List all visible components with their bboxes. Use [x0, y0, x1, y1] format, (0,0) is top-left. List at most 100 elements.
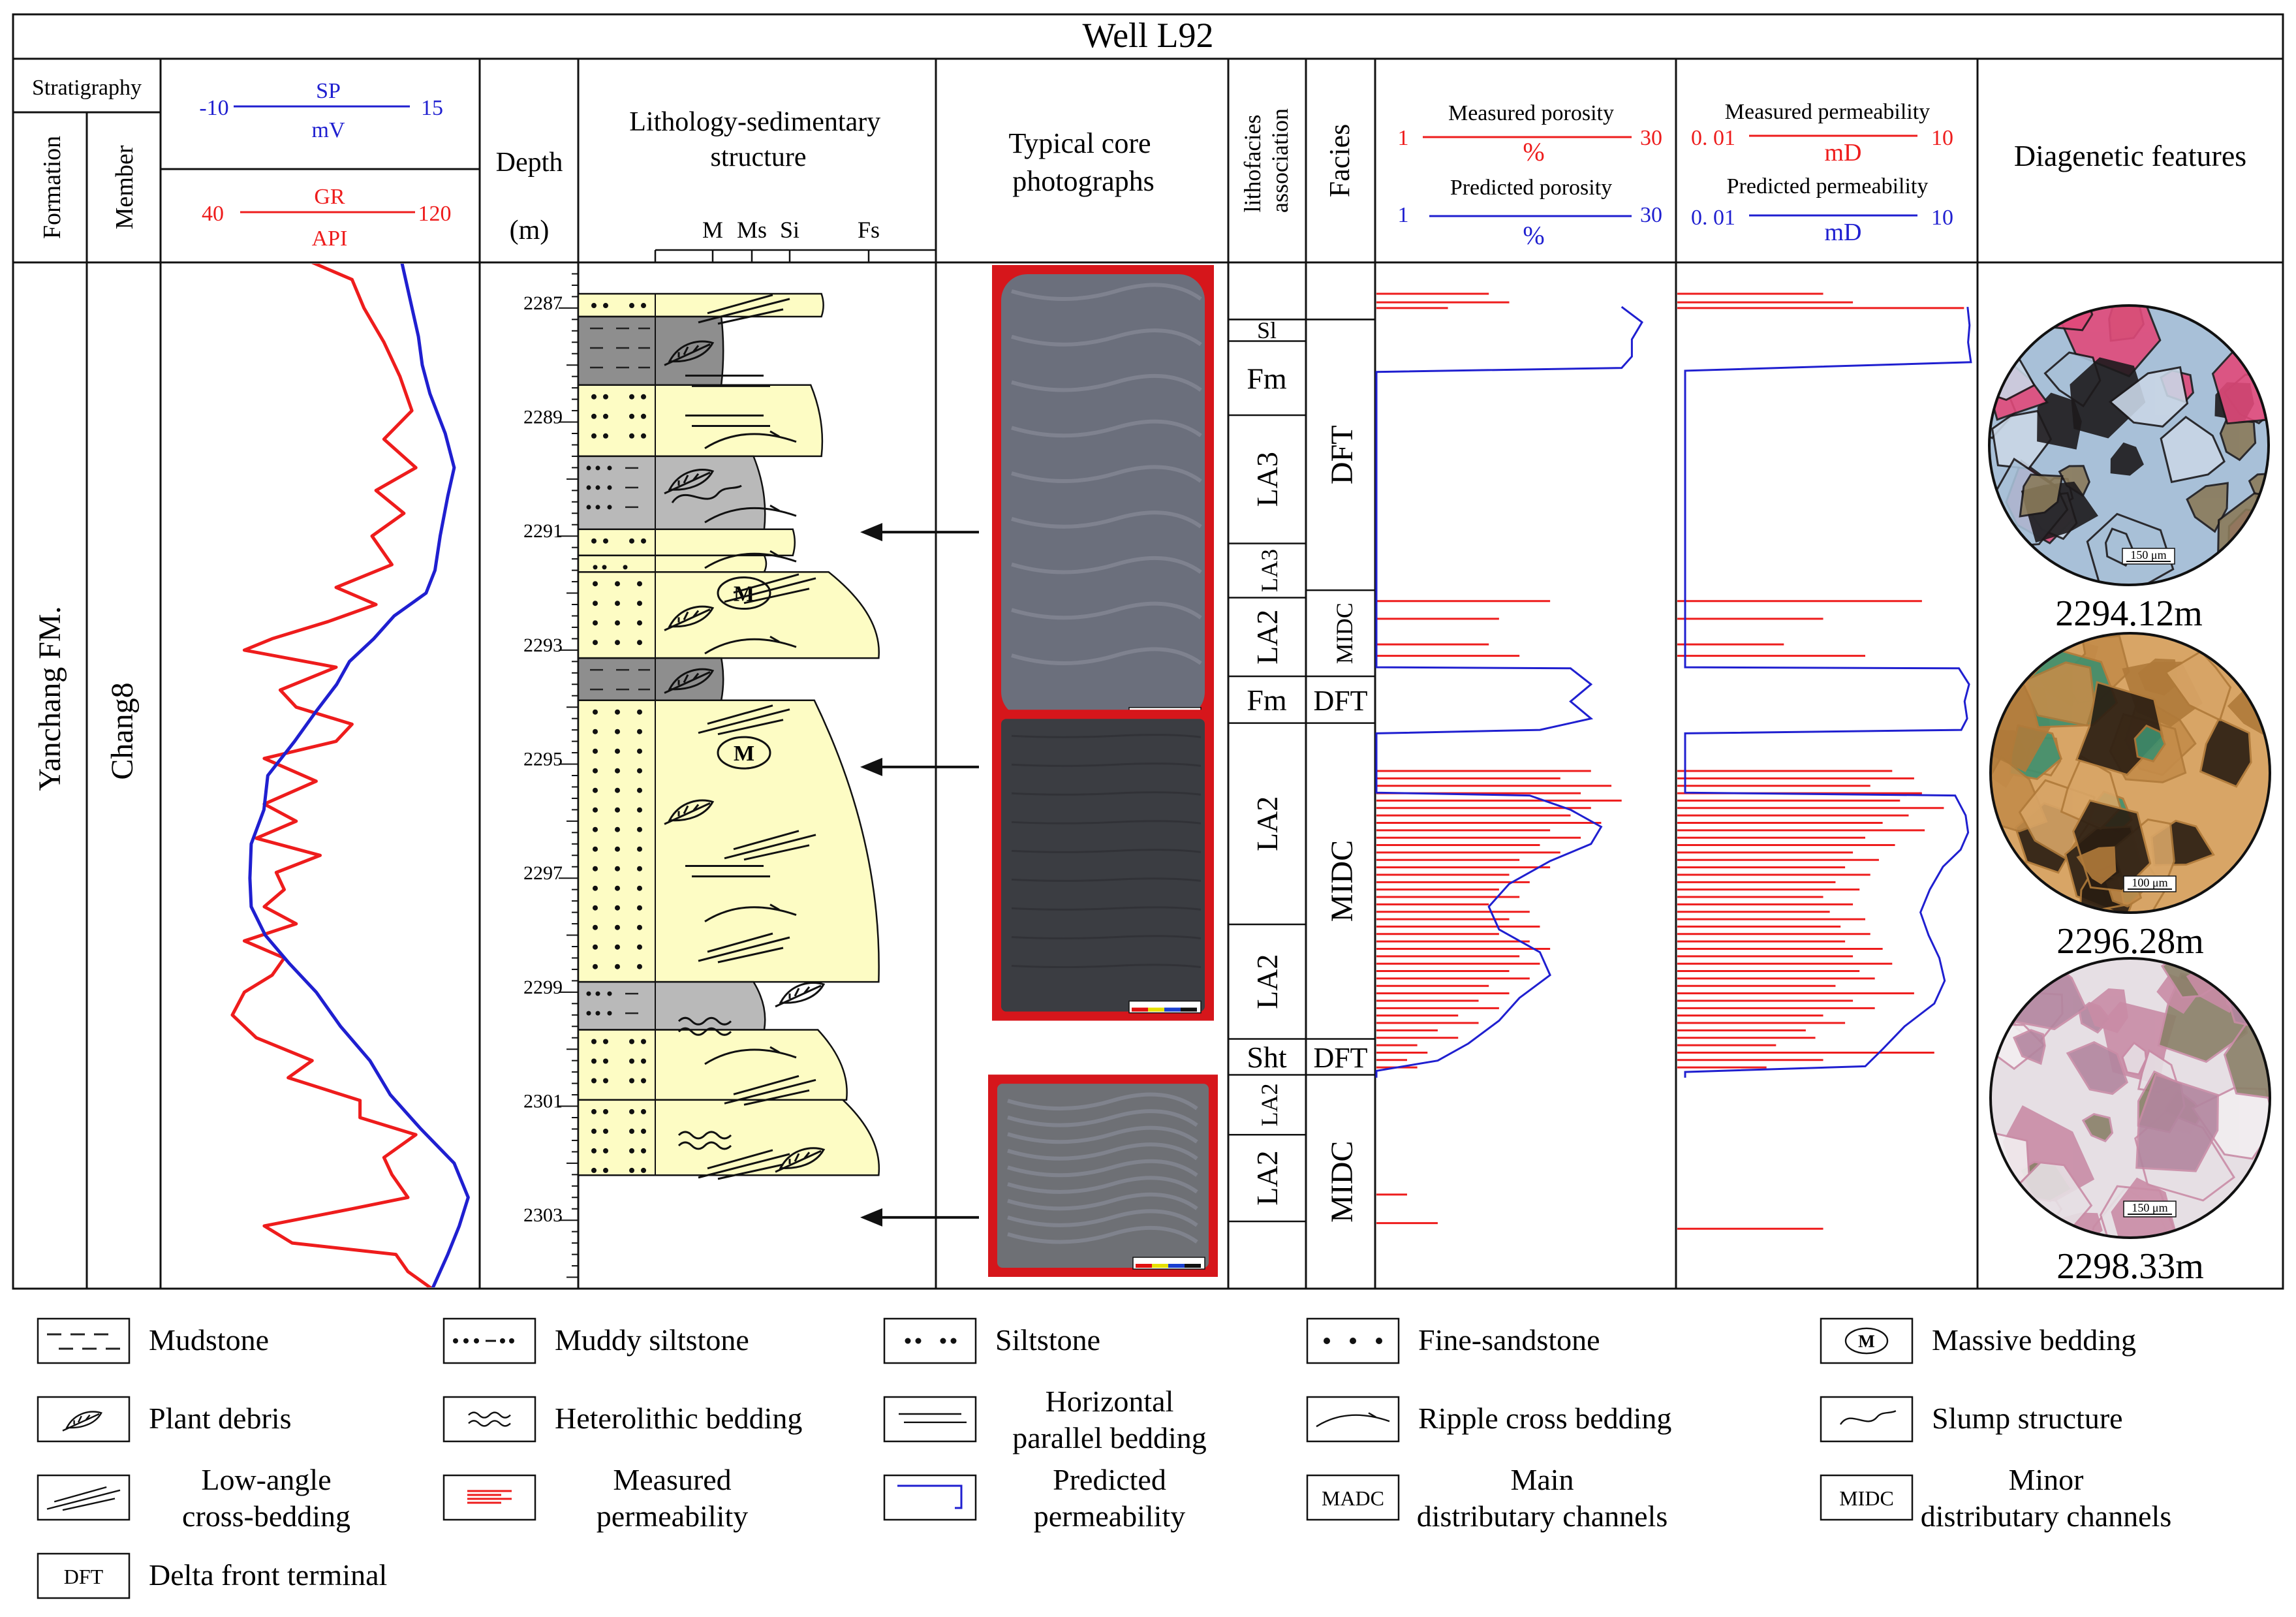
predicted-porosity-curve	[1375, 306, 1643, 1078]
legend-dot	[1376, 1338, 1382, 1344]
plant-debris-veins	[62, 1413, 100, 1432]
plant-debris-veins	[664, 671, 711, 694]
core-header-line-1: Typical core	[1008, 127, 1151, 159]
core-texture	[1011, 849, 1202, 853]
thin-section-grain	[2199, 717, 2252, 788]
sand-dot	[629, 303, 634, 309]
symbol-massive: M	[717, 736, 771, 770]
legend-dot	[905, 1338, 911, 1344]
sand-dot	[603, 1108, 608, 1114]
gr-curve-name: GR	[314, 185, 345, 209]
log-frame	[12, 13, 2284, 1290]
core-scale-segment	[1185, 1264, 1201, 1268]
lith-assoc-header: lithofacies association	[1239, 108, 1293, 213]
symbol-low-angle	[46, 1486, 121, 1511]
sp-min: -10	[199, 96, 228, 120]
thin-section-grain	[2253, 306, 2269, 322]
lith-assoc-label: LA2	[1250, 610, 1284, 665]
sand-dot	[629, 433, 634, 439]
measured-porosity-min: 1	[1398, 126, 1409, 150]
sand-dot	[637, 866, 642, 871]
legend-swatch-box	[442, 1474, 536, 1521]
legend-swatch-box	[37, 1317, 131, 1364]
ripple-cross-bedding-symbol	[704, 635, 797, 655]
facies-label: DFT	[1325, 425, 1359, 484]
legend-dot	[500, 1338, 505, 1343]
measured-porosity-max: 30	[1640, 126, 1662, 150]
facies-label: MIDC	[1325, 840, 1359, 922]
sand-dot	[641, 1058, 646, 1064]
thin-section-photo	[1989, 306, 2269, 585]
low-angle-cross-bedding-symbol	[724, 1075, 816, 1106]
sand-dot	[629, 1058, 634, 1064]
sand-dot	[615, 748, 620, 754]
thin-section-depth-label: 2294.12m	[2055, 593, 2203, 634]
legend-item-plant: Plant debris	[37, 1396, 291, 1443]
sand-dot	[641, 394, 646, 400]
core-texture	[1007, 1176, 1198, 1194]
lith-assoc-header-line-2: association	[1267, 108, 1293, 213]
gr-min: 40	[202, 202, 224, 226]
symbol-ripple	[1316, 1412, 1390, 1428]
sand-dot	[615, 601, 620, 606]
sand-dot	[637, 581, 642, 587]
low-angle-cross-bedding-symbol	[698, 932, 790, 964]
symbol-low-angle	[724, 830, 816, 861]
sand-dot	[629, 1167, 634, 1173]
bed-siltstone	[577, 384, 824, 458]
sand-dot	[603, 413, 608, 419]
legend-dot	[453, 1338, 458, 1343]
core-scale-segment	[1152, 1264, 1168, 1268]
core-scale-segment	[1136, 1264, 1152, 1268]
parallel-bedding-symbol	[685, 374, 770, 387]
core-texture	[1007, 1225, 1198, 1244]
symbol-ripple	[704, 1046, 797, 1065]
plant-debris-veins	[775, 984, 822, 1008]
low-angle-cross-bedding-symbol	[698, 704, 790, 736]
bed-siltstone	[577, 1029, 848, 1101]
diagenetic-header: Diagenetic features	[2014, 139, 2246, 172]
predicted-porosity-min: 1	[1398, 203, 1409, 227]
sand-dot	[629, 1108, 634, 1114]
sand-dot	[591, 1078, 597, 1084]
predicted-permeability-min: 0. 01	[1691, 206, 1735, 230]
legend-abbreviation: DFT	[64, 1565, 104, 1588]
legend-item-ripple: Ripple cross bedding	[1306, 1396, 1671, 1443]
legend-item-siltstone: Siltstone	[883, 1317, 1100, 1364]
thin-section-grain	[2219, 418, 2257, 462]
thin-section-grain	[1991, 1131, 2030, 1202]
measured-porosity-header: Measured porosity	[1448, 101, 1614, 125]
lith-assoc-header-line-1: lithofacies	[1239, 115, 1265, 213]
heterolithic-bedding-symbol	[677, 1131, 732, 1150]
sand-dot	[593, 807, 598, 813]
measured-permeability-header: Measured permeability	[1725, 100, 1930, 124]
ripple-cross-bedding-symbol	[704, 550, 797, 569]
legend-swatch-box	[1820, 1396, 1914, 1443]
thin-section-scale-label: 150 μm	[2130, 548, 2166, 561]
thin-section-grain	[2013, 1029, 2046, 1065]
symbol-ripple	[704, 430, 797, 450]
symbol-low-angle	[698, 704, 790, 736]
thin-section-grain	[1991, 867, 2048, 913]
sand-dot	[593, 846, 598, 852]
legend-item-slump: Slump structure	[1820, 1396, 2123, 1443]
massive-bedding-symbol	[717, 576, 771, 610]
measured-porosity-unit: %	[1523, 137, 1544, 166]
core-texture	[1011, 935, 1202, 939]
formation-value: Yanchang FM.	[33, 606, 67, 791]
silt-dot	[623, 565, 628, 570]
core-scale-segment	[1168, 1264, 1185, 1268]
massive-bedding-symbol	[717, 736, 771, 770]
thin-section-grain	[2164, 650, 2232, 722]
thin-section-grain	[2186, 482, 2229, 533]
thin-section-grain	[2133, 724, 2166, 762]
symbol-massive: M	[1844, 1327, 1889, 1355]
sand-dot	[629, 1078, 634, 1084]
lith-assoc-label: LA2	[1250, 1150, 1284, 1205]
sand-dot	[641, 413, 646, 419]
lith-assoc-label: LA2	[1256, 1083, 1282, 1126]
measured-permeability-max: 10	[1931, 126, 1953, 150]
plant-debris-symbol	[668, 469, 715, 491]
